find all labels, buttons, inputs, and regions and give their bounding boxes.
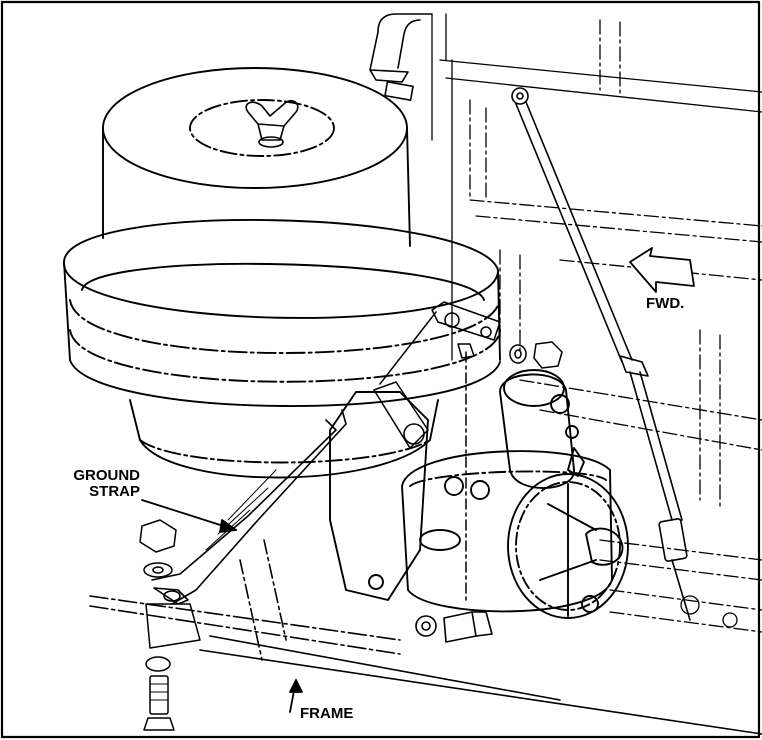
bracket-hardware <box>431 301 563 601</box>
intake-tube <box>369 13 433 101</box>
air-cleaner-lid <box>102 67 408 189</box>
generator-end-frame <box>507 473 629 619</box>
ground-strap-label: GROUND STRAP <box>50 468 140 500</box>
frame-label: FRAME <box>300 705 354 722</box>
fwd-arrow-icon <box>629 247 695 293</box>
mounting-bolt <box>415 611 493 643</box>
generator <box>329 369 629 619</box>
engine-block <box>431 13 762 633</box>
ground-strap <box>151 409 347 605</box>
fwd-label: FWD. <box>646 295 685 312</box>
air-cleaner <box>63 67 501 479</box>
ground-hardware <box>139 519 201 731</box>
washer <box>509 344 527 364</box>
hex-nut <box>533 341 563 369</box>
control-rod <box>511 87 691 621</box>
ground-strap-label-line2: STRAP <box>89 483 140 500</box>
frame-rail <box>89 539 762 735</box>
ground-strap-label-line1: GROUND <box>73 467 140 484</box>
wing-nut <box>245 99 299 148</box>
leader-lines <box>141 499 303 713</box>
linkage <box>373 311 437 449</box>
